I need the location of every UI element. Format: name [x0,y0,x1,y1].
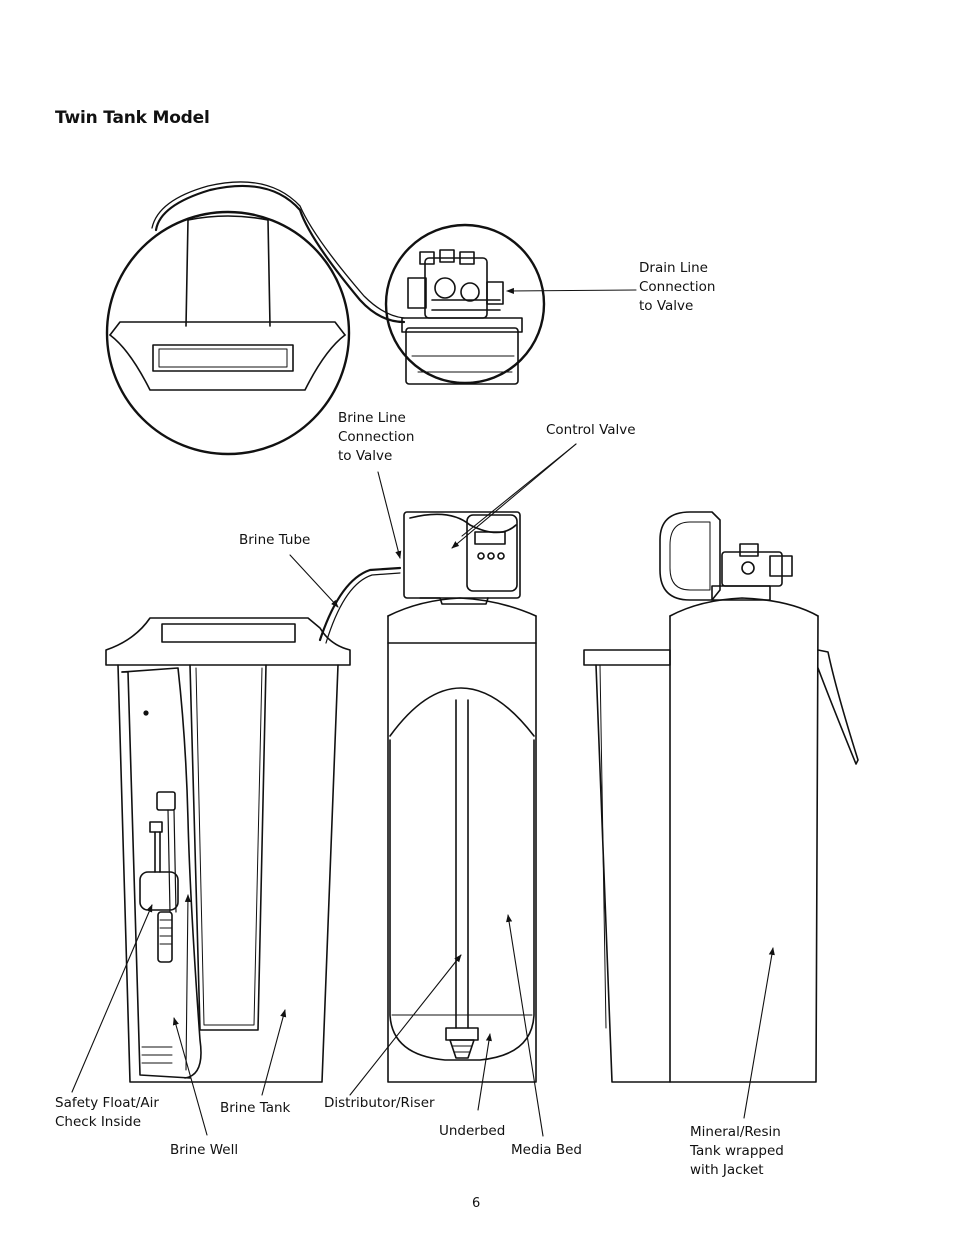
resin-tank-front [387,511,537,1083]
brine-tank-detail-circle [105,210,351,456]
page-title: Twin Tank Model [55,108,210,128]
label-control-valve: Control Valve [546,422,636,438]
label-mineral-tank: Mineral/Resin Tank wrapped with Jacket [690,1124,784,1178]
label-media-bed: Media Bed [511,1142,582,1158]
label-brine-tank: Brine Tank [220,1100,291,1116]
label-safety-float: Safety Float/Air Check Inside [55,1095,159,1130]
underbed-leader [477,1033,492,1111]
brine-tank [105,617,351,1083]
safety-float-leader [71,904,153,1093]
brine-line-leader [377,471,402,559]
label-brine-tube: Brine Tube [239,532,311,548]
twin-tank-side-view [583,511,859,1083]
control-valve-detail-circle [384,223,546,385]
brine-well-leader [172,1017,208,1136]
label-underbed: Underbed [439,1123,506,1139]
brine-tank-leader [261,1009,287,1096]
label-drain-line: Drain Line Connection to Valve [639,260,716,314]
label-brine-well: Brine Well [170,1142,239,1158]
label-distributor: Distributor/Riser [324,1095,435,1111]
page-number: 6 [472,1196,481,1211]
label-brine-line: Brine Line Connection to Valve [338,410,415,464]
drain-line-leader [506,287,637,295]
media-bed-leader [506,914,544,1137]
distributor-leader [349,954,462,1096]
mineral-tank-leader [743,947,775,1119]
brine-tube-leader [289,554,339,608]
